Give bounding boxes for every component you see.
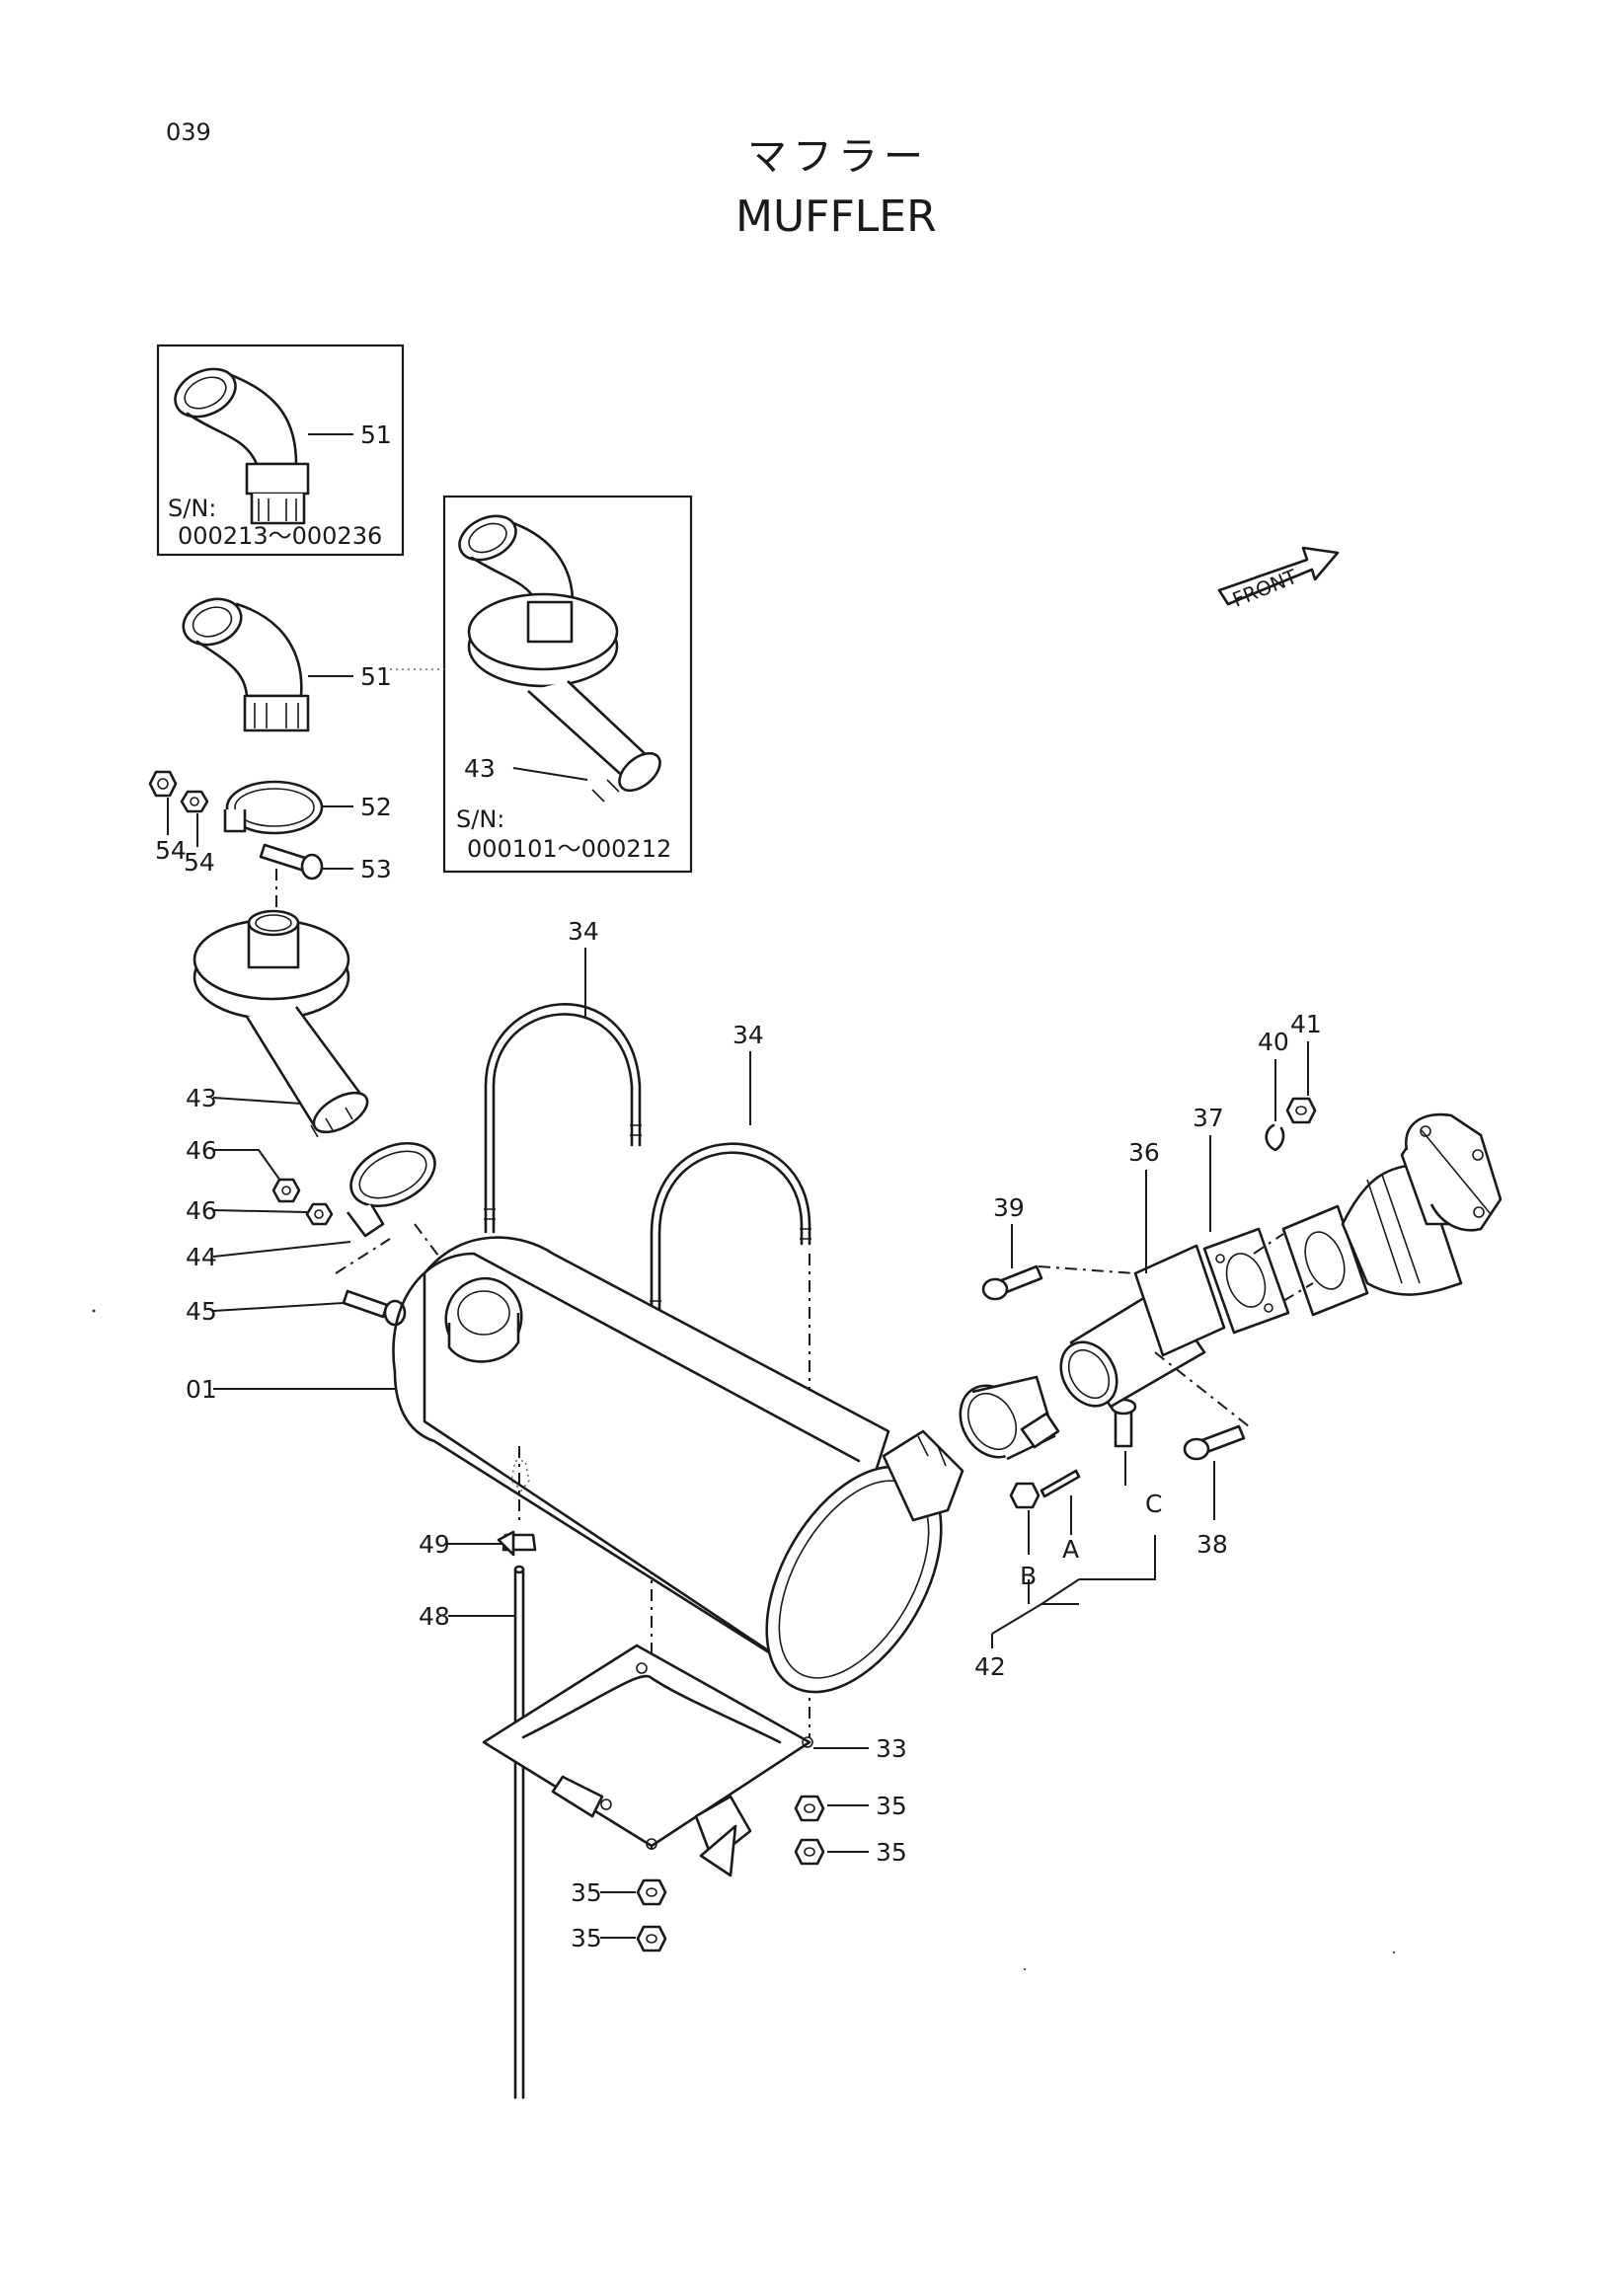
clamp-pin [1040,1469,1081,1498]
front-label: FRONT [1229,564,1301,611]
callout-43: 43 [186,1084,217,1112]
callout-51-inset: 51 [360,421,392,449]
nut-41 [1285,1097,1317,1124]
exhaust-stack-alt-assembly [458,514,661,803]
exhaust-manifold [1281,1112,1503,1317]
callout-38: 38 [1196,1530,1228,1559]
reference-c: C [1145,1490,1162,1518]
washer-40 [1265,1123,1285,1152]
u-bolt-34-b [650,1142,811,1325]
callout-54-b: 54 [184,848,215,877]
drain-pipe-48 [513,1565,525,2100]
clamp-42 [959,1375,1060,1461]
front-arrow-icon: FRONT [1217,546,1340,612]
callout-48: 48 [419,1602,450,1631]
callout-35-c: 35 [571,1878,602,1907]
callout-45: 45 [186,1297,217,1326]
serial-range-top: 000213～000236 [178,522,382,550]
gasket-37 [1202,1227,1290,1335]
title-english: MUFFLER [735,191,937,242]
callout-51: 51 [360,662,392,691]
nut-46-a [271,1178,301,1203]
inset-box-top: 51 S/N: 000213～000236 [156,344,405,557]
u-bolt-34-a [484,1003,642,1234]
reference-a: A [1062,1535,1079,1564]
inset-box-right: 43 S/N: 000101～000212 [442,495,693,874]
nut-35-c [636,1878,667,1906]
callout-35-d: 35 [571,1924,602,1952]
bolt-39 [981,1264,1043,1301]
title-japanese: マフラー [747,134,929,180]
muffler-body-01 [392,1236,964,1694]
serial-label-top: S/N: [168,495,216,522]
nut-35-b [794,1838,825,1866]
callout-39: 39 [993,1193,1025,1222]
bolt-45 [342,1289,407,1327]
clamp-nut [1009,1482,1041,1509]
callout-01: 01 [186,1375,217,1404]
reference-b: B [1020,1562,1037,1590]
exhaust-elbow-51-alt [174,367,310,525]
callout-49: 49 [419,1530,450,1559]
callout-36: 36 [1128,1138,1160,1167]
exhaust-pipe-36 [1059,1244,1226,1409]
callout-35-b: 35 [876,1838,907,1867]
callout-42: 42 [974,1652,1006,1681]
bolt-53 [259,843,324,880]
callout-33: 33 [876,1734,907,1763]
callout-43-inset: 43 [464,754,496,783]
nut-35-d [636,1925,667,1952]
nut-35-a [794,1795,825,1822]
drain-cock-49 [497,1530,537,1557]
callout-46-a: 46 [186,1136,217,1165]
callout-44: 44 [186,1243,217,1271]
callout-35-a: 35 [876,1792,907,1820]
callout-54-a: 54 [155,836,187,865]
bolt-38 [1183,1424,1246,1461]
clamp-bolt [1110,1398,1137,1448]
exhaust-elbow-51 [182,597,310,732]
callout-53: 53 [360,855,392,883]
callout-52: 52 [360,793,392,821]
callout-40: 40 [1258,1028,1289,1056]
callout-46-b: 46 [186,1196,217,1225]
callout-37: 37 [1193,1104,1224,1132]
nut-54-a [148,770,178,798]
callout-34-b: 34 [733,1021,764,1049]
callout-41: 41 [1290,1010,1322,1038]
nut-54-b [180,790,209,813]
clamp-44 [346,1141,436,1238]
bracket-33 [482,1644,813,1877]
exhaust-stack-43 [193,909,369,1138]
page-number: 039 [166,118,211,146]
nut-46-b [305,1202,334,1226]
serial-range-right: 000101～000212 [467,835,671,863]
serial-label-right: S/N: [456,805,504,833]
callout-34-a: 34 [568,917,599,946]
clamp-52 [223,780,324,835]
